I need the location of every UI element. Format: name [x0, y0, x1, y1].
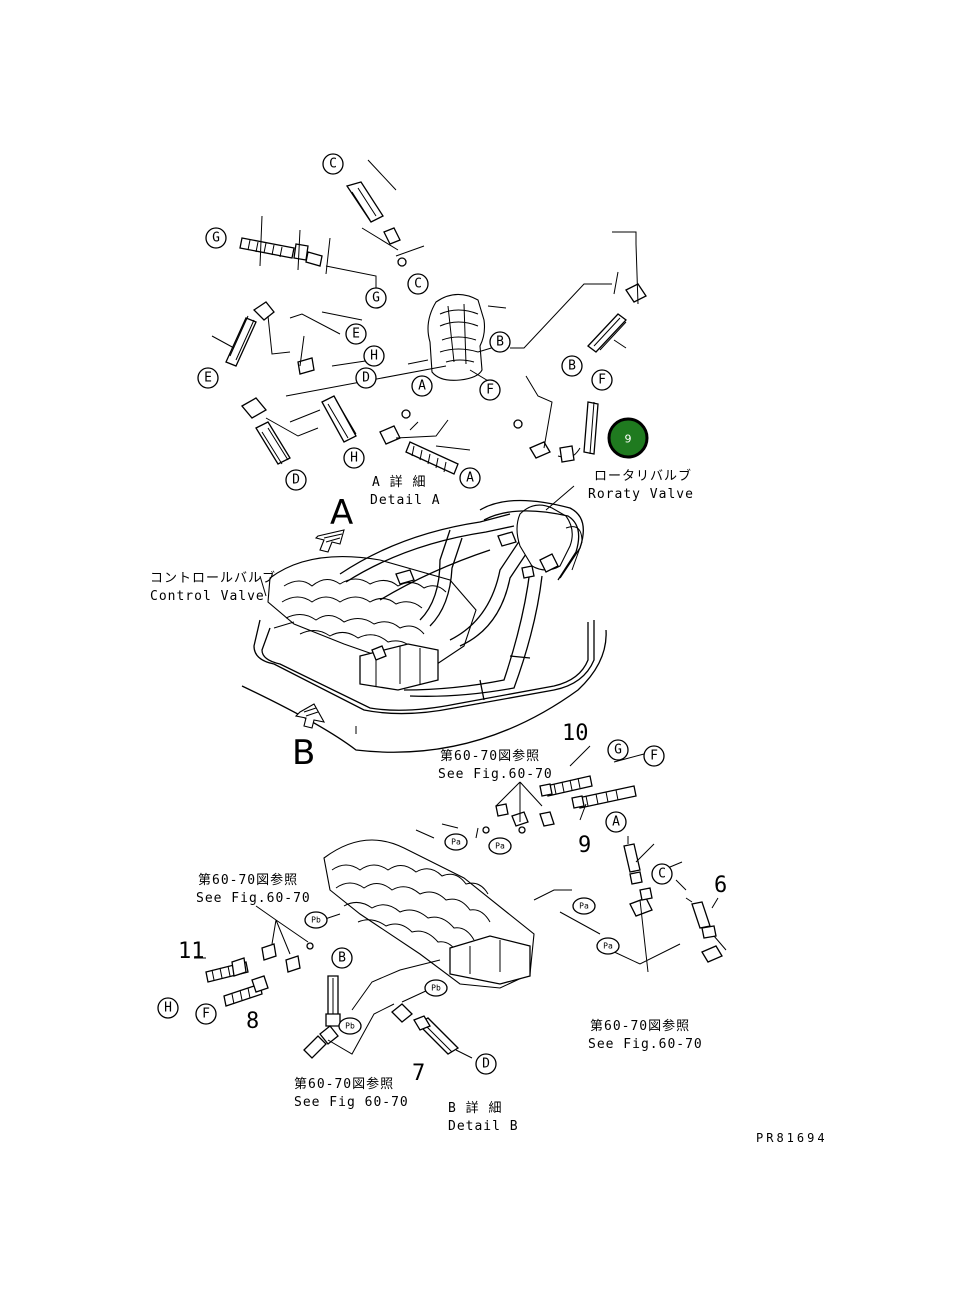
svg-text:Pb: Pb — [345, 1022, 355, 1031]
part-number-6: 6 — [714, 873, 727, 898]
svg-text:F: F — [598, 373, 606, 388]
bubble-f-1: F — [479, 379, 501, 401]
svg-text:F: F — [202, 1007, 210, 1022]
svg-text:B: B — [338, 951, 346, 966]
detail-a-title-jp: A 詳 細 — [372, 474, 426, 490]
ref-label-jp-1: 第60-70図参照 — [440, 748, 540, 764]
bubble-c-2: C — [407, 273, 429, 295]
view-b-arrow — [294, 703, 326, 729]
svg-text:D: D — [362, 371, 370, 386]
view-a-label: A — [330, 493, 353, 533]
port-pa-3: Pa — [572, 897, 596, 915]
bubble-g-3: G — [607, 739, 629, 761]
part-number-7: 7 — [412, 1061, 425, 1086]
port-pa-1: Pa — [444, 833, 468, 851]
bubble-g-2: G — [365, 287, 387, 309]
svg-text:D: D — [292, 473, 300, 488]
text-labels: A 詳 細 Detail A ロータリバルブ Roraty Valve コントロ… — [150, 468, 828, 1145]
svg-text:A: A — [466, 471, 474, 486]
drawing-number: PR81694 — [756, 1131, 828, 1145]
detail-b-assembly — [194, 745, 727, 1059]
svg-text:G: G — [372, 291, 380, 306]
svg-text:G: G — [212, 231, 220, 246]
svg-text:H: H — [164, 1001, 172, 1016]
bubble-a-1: A — [411, 375, 433, 397]
bubble-h-1: H — [363, 345, 385, 367]
bubble-c-1: C — [322, 153, 344, 175]
svg-text:Pa: Pa — [579, 902, 589, 911]
bubble-b-1: B — [489, 331, 511, 353]
svg-text:Pb: Pb — [311, 916, 321, 925]
control-valve-label-en: Control Valve — [150, 589, 265, 604]
svg-text:Pa: Pa — [495, 842, 505, 851]
callout-bubbles: C G G C E H D E B B A F F H D A G F A C … — [157, 153, 673, 1075]
port-pb-2: Pb — [424, 979, 448, 997]
svg-text:E: E — [204, 371, 212, 386]
main-machine-view — [241, 485, 607, 753]
port-pb-3: Pb — [338, 1017, 362, 1035]
svg-text:A: A — [418, 379, 426, 394]
part-number-9: 9 — [578, 833, 591, 858]
bubble-d-2: D — [285, 469, 307, 491]
port-bubbles: Pa Pa Pa Pa Pb Pb Pb — [304, 833, 620, 1035]
rotary-valve-label-jp: ロータリバルブ — [594, 468, 692, 484]
bubble-e-2: E — [197, 367, 219, 389]
port-pa-2: Pa — [488, 837, 512, 855]
control-valve-label-jp: コントロールバルブ — [150, 570, 276, 586]
svg-text:D: D — [482, 1057, 490, 1072]
ref-label-en-3: See Fig.60-70 — [588, 1037, 703, 1052]
bubble-d-1: D — [355, 367, 377, 389]
view-b-label: B — [292, 733, 315, 773]
ref-label-jp-3: 第60-70図参照 — [590, 1018, 690, 1034]
bubble-a-3: A — [605, 811, 627, 833]
svg-text:B: B — [496, 335, 504, 350]
bubble-d-3: D — [475, 1053, 497, 1075]
svg-text:Pa: Pa — [603, 942, 613, 951]
svg-text:Pa: Pa — [451, 838, 461, 847]
port-pb-1: Pb — [304, 911, 328, 929]
bubble-h-2: H — [343, 447, 365, 469]
bubble-g-1: G — [205, 227, 227, 249]
ref-label-en-1: See Fig.60-70 — [438, 767, 553, 782]
port-pa-4: Pa — [596, 937, 620, 955]
svg-text:H: H — [370, 349, 378, 364]
bubble-b-3: B — [331, 947, 353, 969]
bubble-e-1: E — [345, 323, 367, 345]
svg-text:Pb: Pb — [431, 984, 441, 993]
ref-label-jp-2: 第60-70図参照 — [198, 872, 298, 888]
ref-label-en-4: See Fig 60-70 — [294, 1095, 409, 1110]
ref-label-jp-4: 第60-70図参照 — [294, 1076, 394, 1092]
svg-text:G: G — [614, 743, 622, 758]
detail-b-title-jp: B 詳 細 — [448, 1100, 502, 1116]
svg-text:B: B — [568, 359, 576, 374]
detail-a-title-en: Detail A — [370, 493, 441, 508]
svg-text:C: C — [329, 157, 337, 172]
bubble-f-4: F — [195, 1003, 217, 1025]
bubble-b-2: B — [561, 355, 583, 377]
svg-text:A: A — [612, 815, 620, 830]
part-number-8: 8 — [246, 1009, 259, 1034]
ref-label-en-2: See Fig.60-70 — [196, 891, 311, 906]
svg-text:C: C — [658, 867, 666, 882]
svg-text:9: 9 — [625, 433, 632, 446]
detail-b-title-en: Detail B — [448, 1119, 519, 1134]
bubble-f-2: F — [591, 369, 613, 391]
bubble-h-3: H — [157, 997, 179, 1019]
part-number-10: 10 — [562, 721, 589, 746]
bubble-f-3: F — [643, 745, 665, 767]
part-number-11: 11 — [178, 939, 205, 964]
svg-text:F: F — [650, 749, 658, 764]
bubble-a-2: A — [459, 467, 481, 489]
svg-text:C: C — [414, 277, 422, 292]
rotary-valve-label-en: Roraty Valve — [588, 487, 694, 502]
detail-a-assembly — [211, 159, 647, 475]
svg-text:E: E — [352, 327, 360, 342]
bubble-c-3: C — [651, 863, 673, 885]
svg-text:F: F — [486, 383, 494, 398]
highlighted-part-9[interactable]: 9 — [607, 417, 649, 459]
svg-text:H: H — [350, 451, 358, 466]
